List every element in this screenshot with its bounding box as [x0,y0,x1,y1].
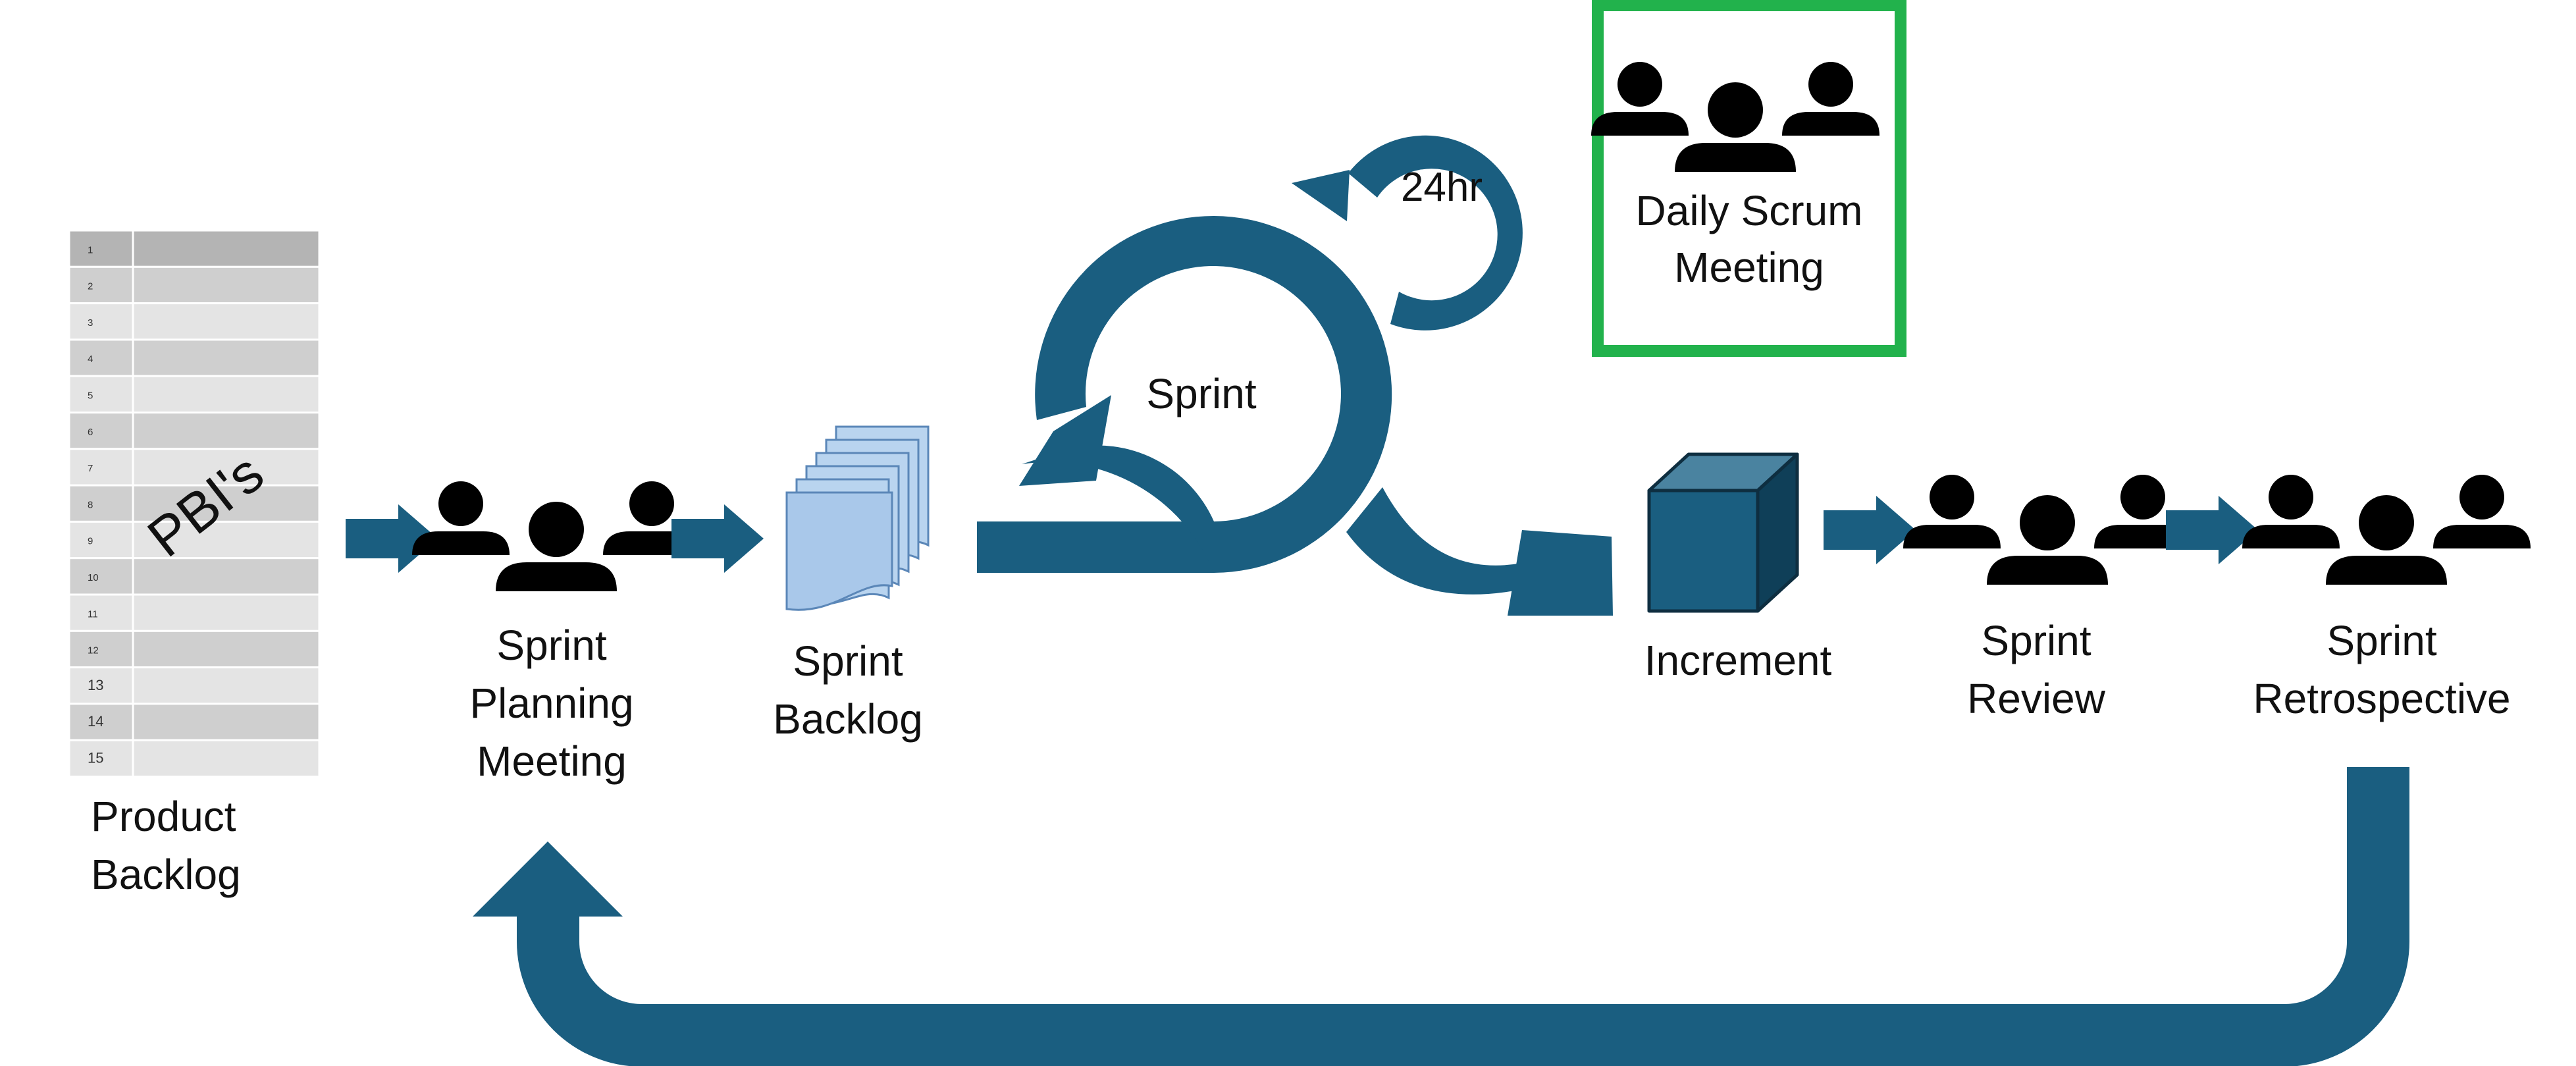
sprint-retrospective-label-line2: Retrospective [2253,675,2510,722]
backlog-row-number-cell [68,375,134,414]
backlog-table-row: 11 [68,593,321,632]
backlog-table-row: 6 [68,412,321,450]
backlog-row-number: 8 [88,499,93,510]
daily-loop-arrow [1292,135,1523,331]
increment-label: Increment [1644,637,1832,684]
sprint-backlog-label-line1: Sprint [793,637,903,685]
backlog-row-content-cell [132,703,321,741]
backlog-row-number: 13 [88,677,103,693]
backlog-row-number-cell [68,484,134,523]
sprint-backlog-label-line2: Backlog [773,695,923,743]
backlog-table-row: 4 [68,338,321,377]
backlog-table-row: 14 [68,703,321,741]
backlog-row-content-cell [132,229,321,268]
backlog-table-row: 1 [68,229,321,268]
backlog-row-content-cell [132,338,321,377]
backlog-table-row: 2 [68,265,321,305]
backlog-table-row: 9 [68,520,321,560]
sprint-review-people-icon [1903,475,2192,585]
cube-icon [1647,452,1799,613]
arrow-retrospective-to-planning [473,767,2409,1066]
sprint-planning-label-line2: Planning [469,680,633,727]
daily-scrum-label-line2: Meeting [1674,244,1824,291]
sprint-retrospective-people-icon [2242,475,2531,585]
backlog-row-content-cell [132,520,321,560]
sprint-loop-ring [1019,216,1392,573]
backlog-row-number: 3 [88,317,93,329]
backlog-row-number-cell [68,448,134,487]
sprint-retrospective-label-line1: Sprint [2326,617,2436,664]
backlog-row-number-cell [68,593,134,632]
backlog-row-number: 2 [88,281,93,292]
backlog-row-content-cell [132,375,321,414]
backlog-row-number: 5 [88,390,93,401]
backlog-row-content-cell [132,265,321,305]
backlog-row-number-cell [68,520,134,560]
backlog-table-row: 12 [68,629,321,669]
sprint-planning-label-line3: Meeting [477,737,627,785]
backlog-row-number-cell [68,229,134,268]
arrow-review-to-retrospective [2166,496,2258,564]
daily-scrum-highlight-box [1592,0,1906,357]
backlog-row-number: 15 [88,749,103,766]
arrow-planning-to-sprint-backlog [671,504,764,573]
sprint-planning-people-icon [412,481,700,591]
backlog-table-row: 13 [68,666,321,705]
daily-scrum-people-icon [1591,62,1879,172]
backlog-row-number: 10 [88,572,99,583]
product-backlog-label-line1: Product [91,793,236,840]
backlog-row-number: 14 [88,713,103,730]
sprint-loop-arrow [977,445,1214,573]
backlog-table-row: 10 [68,557,321,596]
document-stack-icon [785,425,930,611]
backlog-row-number-cell [68,265,134,305]
backlog-row-number: 7 [88,463,93,474]
backlog-row-number: 11 [88,608,98,620]
arrow-increment-to-review [1824,496,1916,564]
sprint-review-label-line2: Review [1967,675,2106,722]
sprint-planning-label-line1: Sprint [496,622,606,669]
product-backlog-label-line2: Backlog [91,851,241,898]
backlog-row-content-cell [132,448,321,487]
daily-loop-label: 24hr [1401,165,1483,210]
backlog-table-row: 15 [68,739,321,778]
backlog-row-content-cell [132,629,321,669]
backlog-table-row: 3 [68,302,321,341]
backlog-row-content-cell [132,739,321,778]
daily-scrum-label-line1: Daily Scrum [1636,187,1863,234]
backlog-row-number: 9 [88,536,93,547]
backlog-row-content-cell [132,302,321,341]
arrow-sprint-to-increment [1346,487,1613,616]
backlog-row-number-cell [68,629,134,669]
backlog-row-content-cell [132,557,321,596]
sprint-review-label-line1: Sprint [1981,617,2091,664]
backlog-row-content-cell [132,593,321,632]
backlog-row-number: 4 [88,354,93,365]
backlog-row-number-cell [68,412,134,450]
backlog-table-row: 7 [68,448,321,487]
backlog-row-number: 1 [88,244,93,255]
backlog-row-content-cell [132,412,321,450]
backlog-row-content-cell [132,666,321,705]
backlog-row-number-cell [68,739,134,778]
backlog-row-number-cell [68,338,134,377]
backlog-table-row: 5 [68,375,321,414]
backlog-row-number-cell [68,557,134,596]
backlog-row-number-cell [68,302,134,341]
backlog-row-number: 12 [88,645,99,656]
backlog-row-number: 6 [88,427,93,438]
sprint-loop-label: Sprint [1146,370,1256,417]
